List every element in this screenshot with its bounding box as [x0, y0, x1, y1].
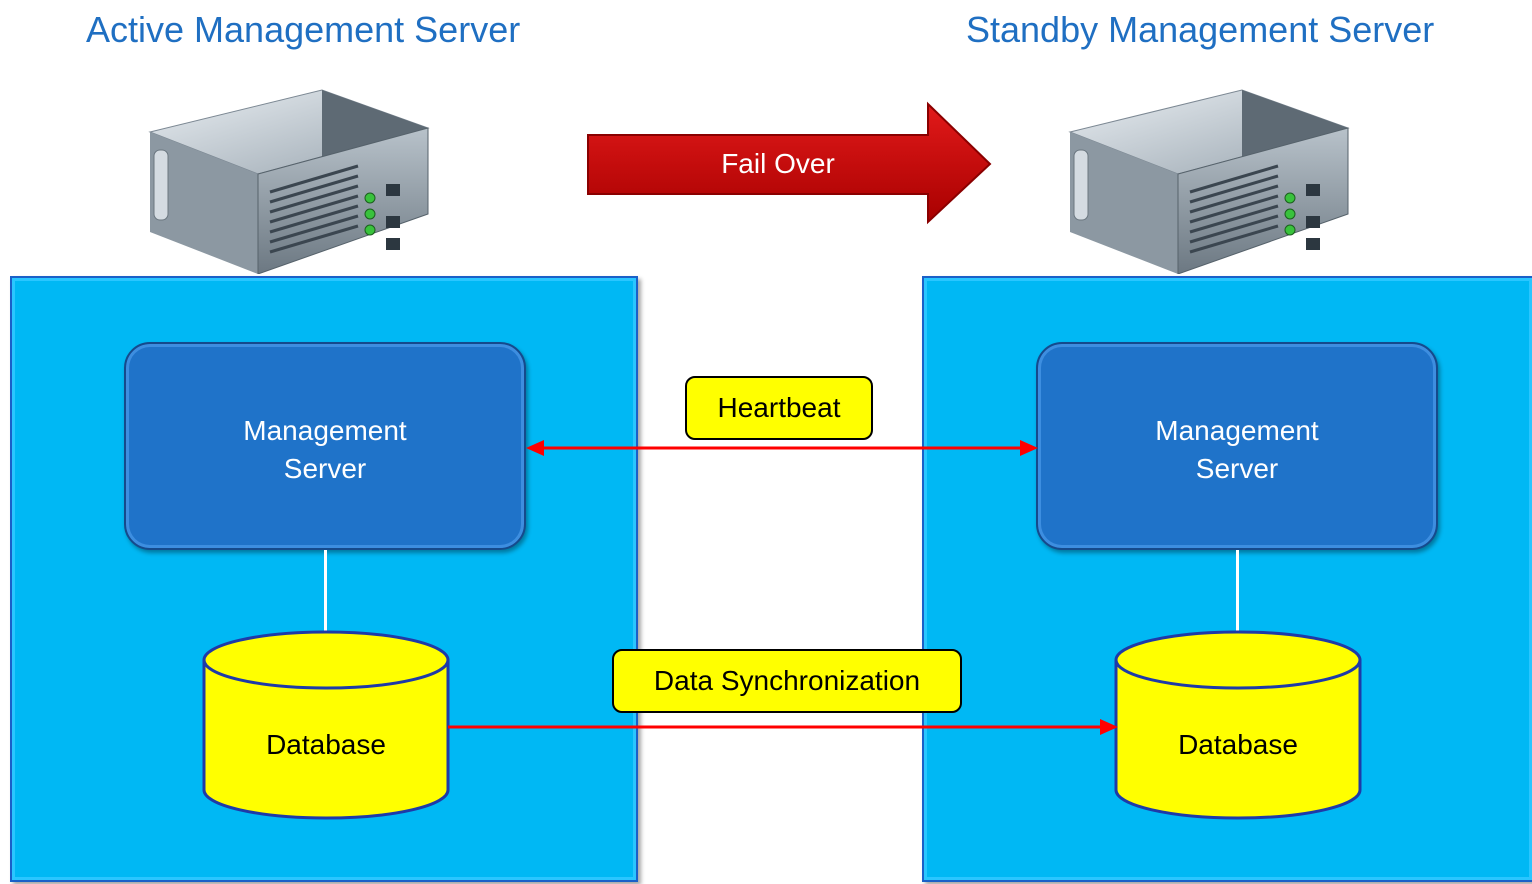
mgmt-db-connector	[1236, 550, 1239, 634]
failover-label: Fail Over	[721, 148, 835, 179]
data-sync-label: Data Synchronization	[612, 649, 962, 713]
database-label: Database	[1178, 729, 1298, 760]
mgmt-label-line1: Management	[1155, 415, 1319, 446]
rack-server-icon	[1068, 89, 1350, 274]
standby-management-server-box: Management Server	[1036, 342, 1438, 550]
mgmt-label-line2: Server	[1195, 453, 1279, 484]
mgmt-db-connector	[324, 550, 327, 634]
mgmt-label-line2: Server	[283, 453, 367, 484]
active-management-server-box: Management Server	[124, 342, 526, 550]
rack-server-icon	[148, 89, 430, 274]
mgmt-label-line1: Management	[243, 415, 407, 446]
database-label: Database	[266, 729, 386, 760]
active-server-title: Active Management Server	[86, 9, 521, 50]
standby-server-title: Standby Management Server	[966, 9, 1435, 50]
heartbeat-label: Heartbeat	[685, 376, 873, 440]
